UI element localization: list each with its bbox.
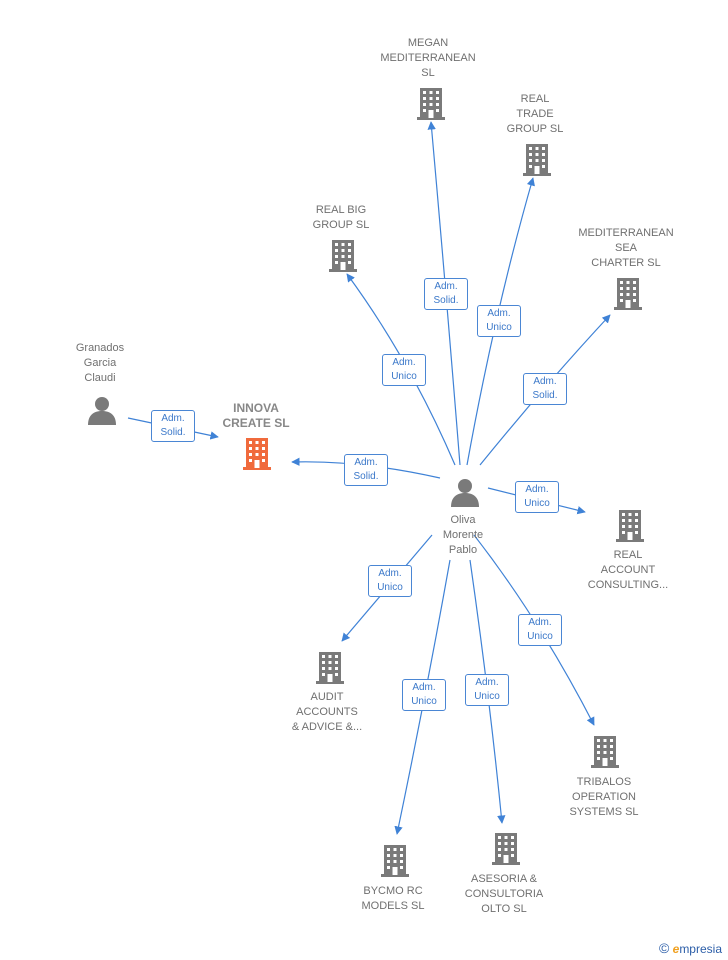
building-icon-bycmo[interactable] [381, 845, 409, 877]
building-icon-audit[interactable] [316, 652, 344, 684]
building-icon-realbig[interactable] [329, 240, 357, 272]
edge-label-bycmo[interactable]: Adm. Unico [402, 679, 446, 711]
empresia-logo-initial: e [672, 942, 680, 956]
node-label-asesoria[interactable]: ASESORIA & CONSULTORIA OLTO SL [464, 873, 544, 915]
edge-label-innova[interactable]: Adm. Solid. [151, 410, 195, 442]
edge-label-tribalos[interactable]: Adm. Unico [518, 614, 562, 646]
person-icon-oliva[interactable] [451, 479, 479, 507]
node-label-tribalos[interactable]: TRIBALOS OPERATION SYSTEMS SL [569, 776, 639, 818]
edge-label-realacc[interactable]: Adm. Unico [515, 481, 559, 513]
node-label-oliva[interactable]: Oliva Morente Pablo [442, 514, 484, 556]
building-icon-realacc[interactable] [616, 510, 644, 542]
node-label-realacc[interactable]: REAL ACCOUNT CONSULTING... [587, 549, 669, 591]
building-icon-tribalos[interactable] [591, 736, 619, 768]
node-label-medsea[interactable]: MEDITERRANEAN SEA CHARTER SL [578, 227, 674, 269]
empresia-logo-text: mpresia [679, 942, 722, 956]
edge-label-medsea[interactable]: Adm. Solid. [523, 373, 567, 405]
building-icon-megan[interactable] [417, 88, 445, 120]
node-label-bycmo[interactable]: BYCMO RC MODELS SL [361, 885, 425, 912]
edge-label-audit[interactable]: Adm. Unico [368, 565, 412, 597]
node-label-megan[interactable]: MEGAN MEDITERRANEAN SL [380, 37, 476, 79]
node-label-audit[interactable]: AUDIT ACCOUNTS & ADVICE &... [291, 691, 363, 733]
edge-label-realbig[interactable]: Adm. Unico [382, 354, 426, 386]
person-icon-granados[interactable] [88, 397, 116, 425]
edge-label-realtrade[interactable]: Adm. Unico [477, 305, 521, 337]
building-icon-asesoria[interactable] [492, 833, 520, 865]
node-label-realbig[interactable]: REAL BIG GROUP SL [312, 204, 370, 231]
node-label-innova[interactable]: INNOVA CREATE SL [222, 401, 290, 430]
building-icon-realtrade[interactable] [523, 144, 551, 176]
building-icon-innova[interactable] [243, 438, 271, 470]
empresia-watermark[interactable]: © empresia [659, 940, 722, 956]
edge-label-innova[interactable]: Adm. Solid. [344, 454, 388, 486]
edge-label-megan[interactable]: Adm. Solid. [424, 278, 468, 310]
node-label-granados[interactable]: Granados Garcia Claudi [75, 342, 125, 384]
building-icon-medsea[interactable] [614, 278, 642, 310]
edge-label-asesoria[interactable]: Adm. Unico [465, 674, 509, 706]
node-label-realtrade[interactable]: REAL TRADE GROUP SL [506, 93, 564, 135]
copyright-icon: © [658, 940, 670, 956]
